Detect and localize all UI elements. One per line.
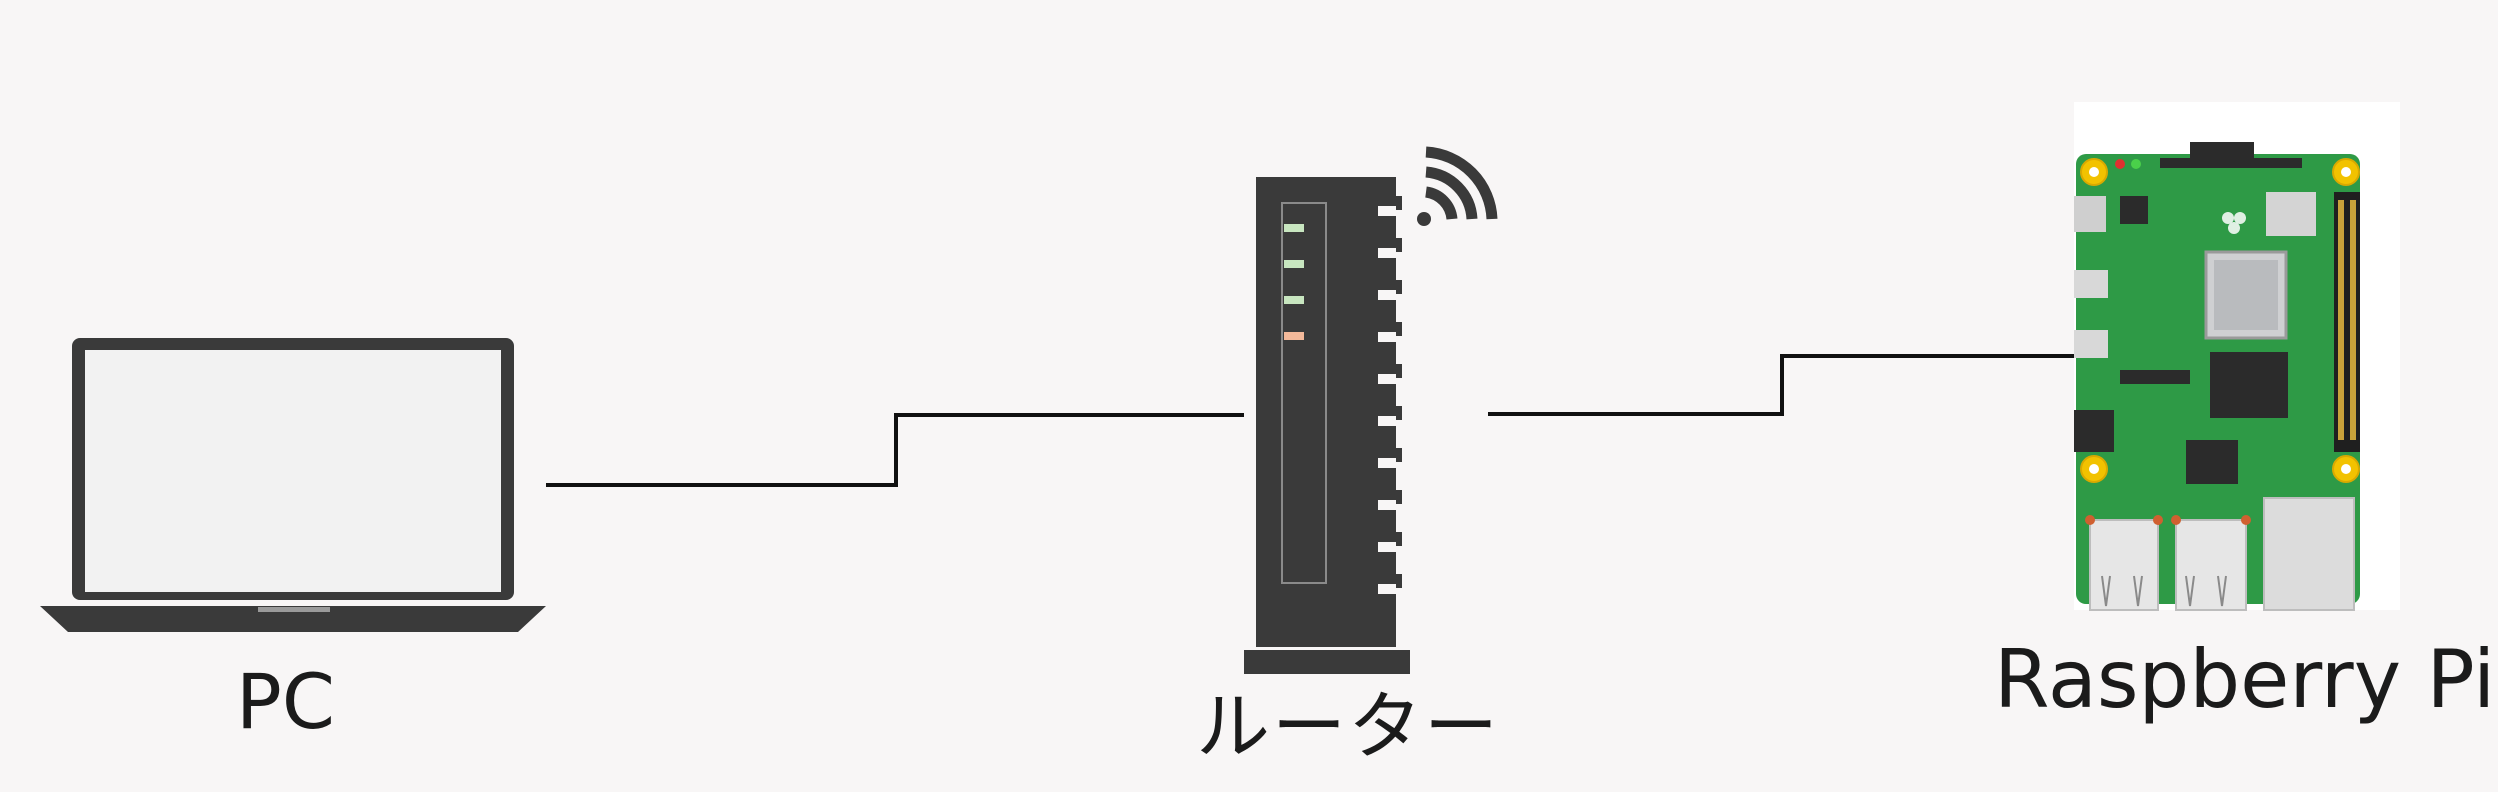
router-icon [1244, 177, 1410, 674]
wifi-icon [1417, 146, 1498, 226]
status-led [1284, 260, 1304, 268]
pc-label: PC [236, 657, 335, 746]
connection-pc-router [546, 413, 1244, 487]
laptop-icon [40, 338, 546, 632]
status-led [1284, 332, 1304, 340]
connection-router-pi [1488, 354, 2078, 416]
status-led [1284, 224, 1304, 232]
status-led [1284, 296, 1304, 304]
raspberry-pi-board-icon [2074, 102, 2400, 611]
router-label: ルーター [1196, 684, 1500, 770]
raspberry-pi-label: Raspberry Pi [1994, 633, 2496, 726]
